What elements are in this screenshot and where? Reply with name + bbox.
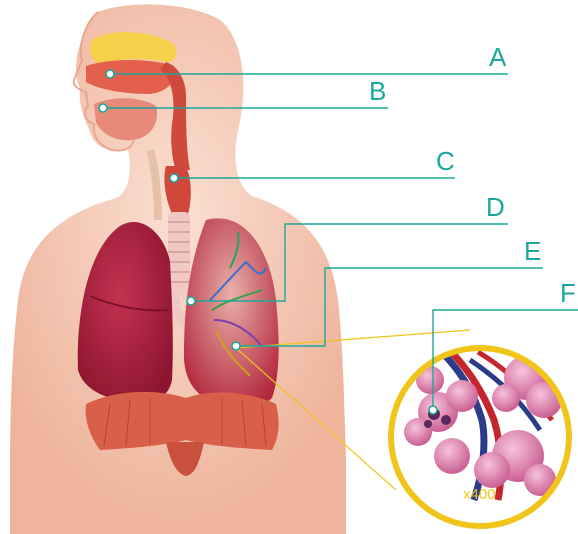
leader-dot-e: [232, 342, 240, 350]
label-e: E: [524, 238, 541, 264]
label-f: F: [560, 280, 576, 306]
leader-dot-d: [187, 297, 195, 305]
label-b: B: [369, 78, 386, 104]
magnification-label: x400: [463, 486, 496, 503]
label-d: D: [486, 194, 505, 220]
leader-dot-a: [106, 70, 114, 78]
label-a: A: [489, 44, 506, 70]
leader-dot-b: [99, 104, 107, 112]
leader-dot-c: [170, 174, 178, 182]
label-c: C: [436, 148, 455, 174]
leader-dot-f: [429, 406, 437, 414]
